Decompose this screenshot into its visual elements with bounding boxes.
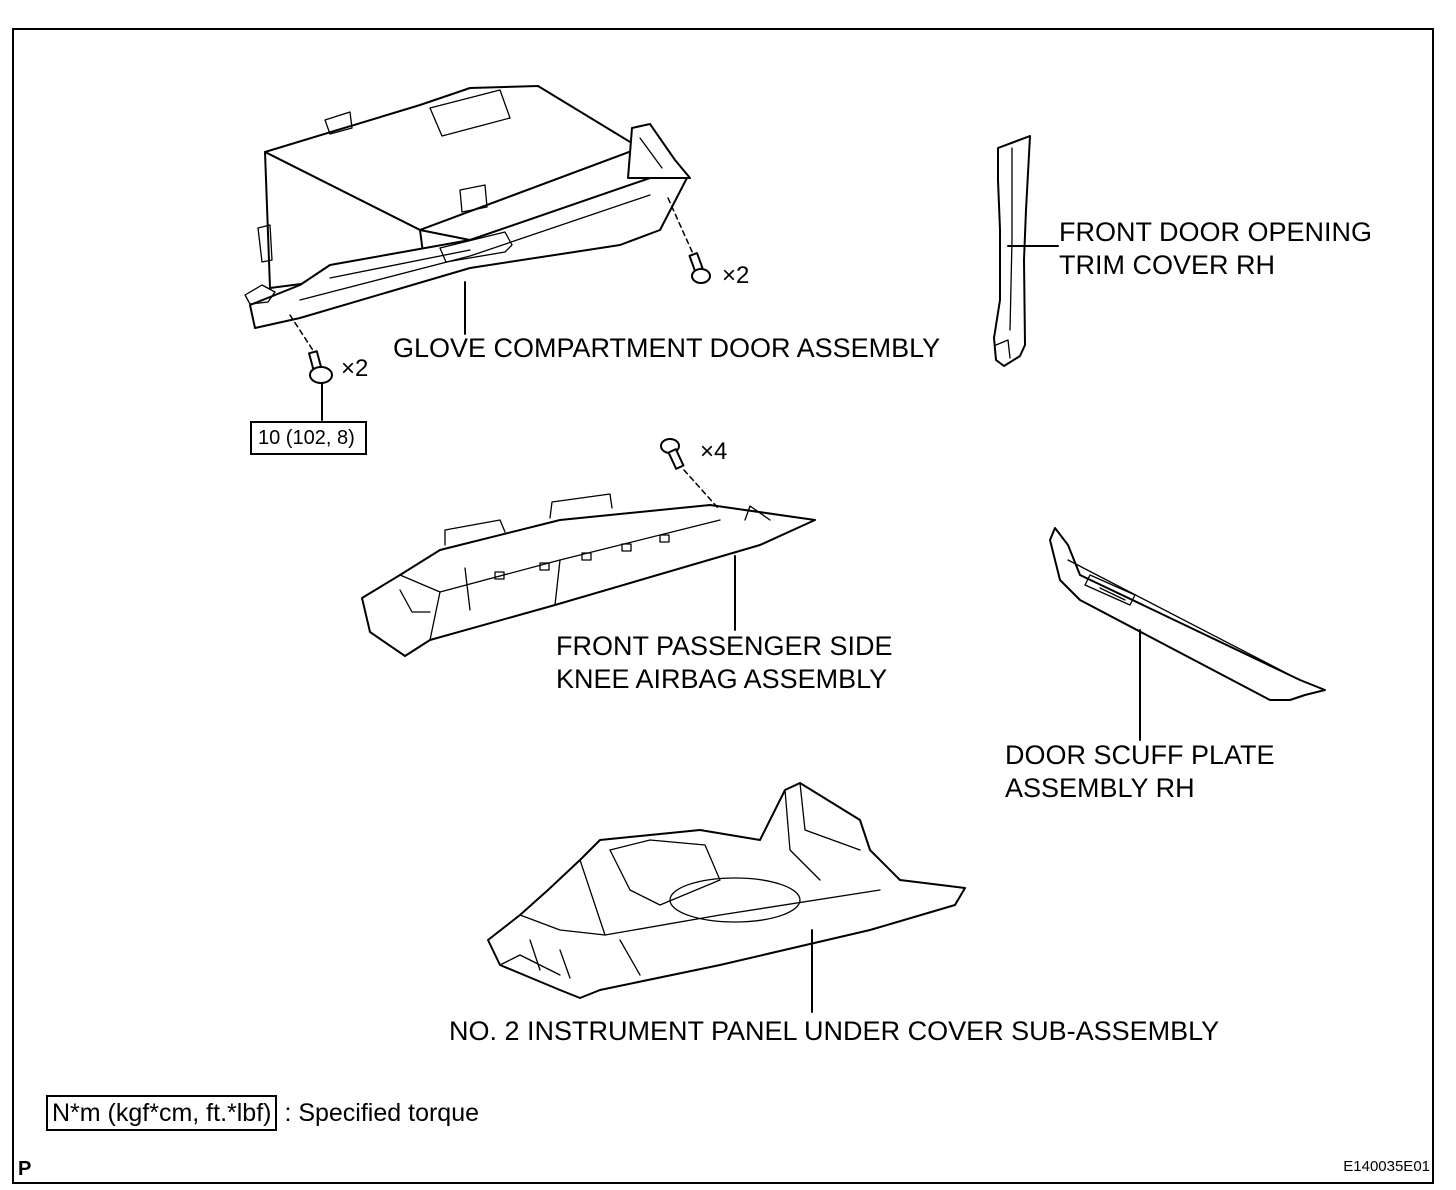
label-under-cover: NO. 2 INSTRUMENT PANEL UNDER COVER SUB-A… [449, 1016, 1220, 1046]
screw-icon [688, 252, 711, 284]
torque-value-box: 10 (102, 8) [250, 421, 367, 455]
glove-upper-qty: ×2 [722, 262, 750, 289]
label-knee-airbag: FRONT PASSENGER SIDE KNEE AIRBAG ASSEMBL… [556, 630, 893, 696]
airbag-dash [683, 469, 719, 509]
label-knee-airbag-line1: FRONT PASSENGER SIDE [556, 631, 893, 661]
legend-unit-box: N*m (kgf*cm, ft.*lbf) [46, 1095, 278, 1131]
label-glove-compartment: GLOVE COMPARTMENT DOOR ASSEMBLY [393, 333, 941, 363]
label-trim-cover-line1: FRONT DOOR OPENING [1059, 217, 1373, 247]
torque-legend: N*m (kgf*cm, ft.*lbf) : Specified torque [46, 1095, 479, 1131]
label-scuff-plate: DOOR SCUFF PLATE ASSEMBLY RH [1005, 739, 1275, 805]
under-cover-drawing [487, 782, 966, 999]
airbag-bolt-icon [660, 438, 685, 470]
figure-code: E140035E01 [1343, 1158, 1430, 1175]
trim-cover-drawing [993, 135, 1031, 367]
label-trim-cover: FRONT DOOR OPENING TRIM COVER RH [1059, 216, 1372, 282]
glove-upper-dash [667, 197, 695, 257]
airbag-qty: ×4 [700, 438, 728, 465]
diagram-frame [12, 28, 1434, 1184]
label-trim-cover-line2: TRIM COVER RH [1059, 250, 1275, 280]
label-knee-airbag-line2: KNEE AIRBAG ASSEMBLY [556, 664, 888, 694]
label-scuff-plate-line2: ASSEMBLY RH [1005, 773, 1195, 803]
knee-airbag-drawing [361, 493, 816, 657]
scuff-plate-drawing [1049, 527, 1326, 701]
glove-compartment-drawing [244, 85, 691, 329]
legend-description: : Specified torque [284, 1099, 480, 1127]
glove-lower-qty: ×2 [341, 355, 369, 382]
label-scuff-plate-line1: DOOR SCUFF PLATE [1005, 740, 1275, 770]
bolt-icon [308, 350, 333, 384]
corner-letter: P [18, 1158, 32, 1180]
glove-lower-dash [289, 314, 317, 356]
